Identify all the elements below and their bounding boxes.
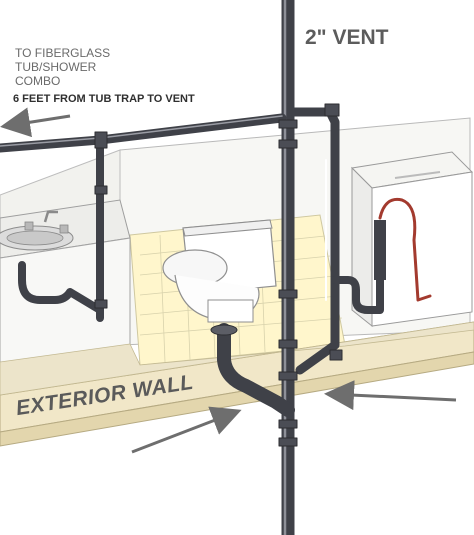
tub-shower-label: TO FIBERGLASS TUB/SHOWER COMBO xyxy=(15,46,110,88)
tub-label-line2: TUB/SHOWER xyxy=(15,60,97,74)
arrow-left xyxy=(0,107,71,138)
tub-label-line1: TO FIBERGLASS xyxy=(15,46,111,60)
vent-size-label: 2" VENT xyxy=(305,26,389,49)
washer-appliance xyxy=(350,151,474,328)
tub-label-line3: COMBO xyxy=(15,74,61,88)
arrow-right xyxy=(324,380,457,411)
pipe-network xyxy=(0,0,432,535)
toilet xyxy=(162,219,277,323)
callout-arrows xyxy=(0,107,457,454)
distance-label: 6 FEET FROM TUB TRAP TO VENT xyxy=(13,93,195,105)
arrow-center xyxy=(131,406,242,454)
